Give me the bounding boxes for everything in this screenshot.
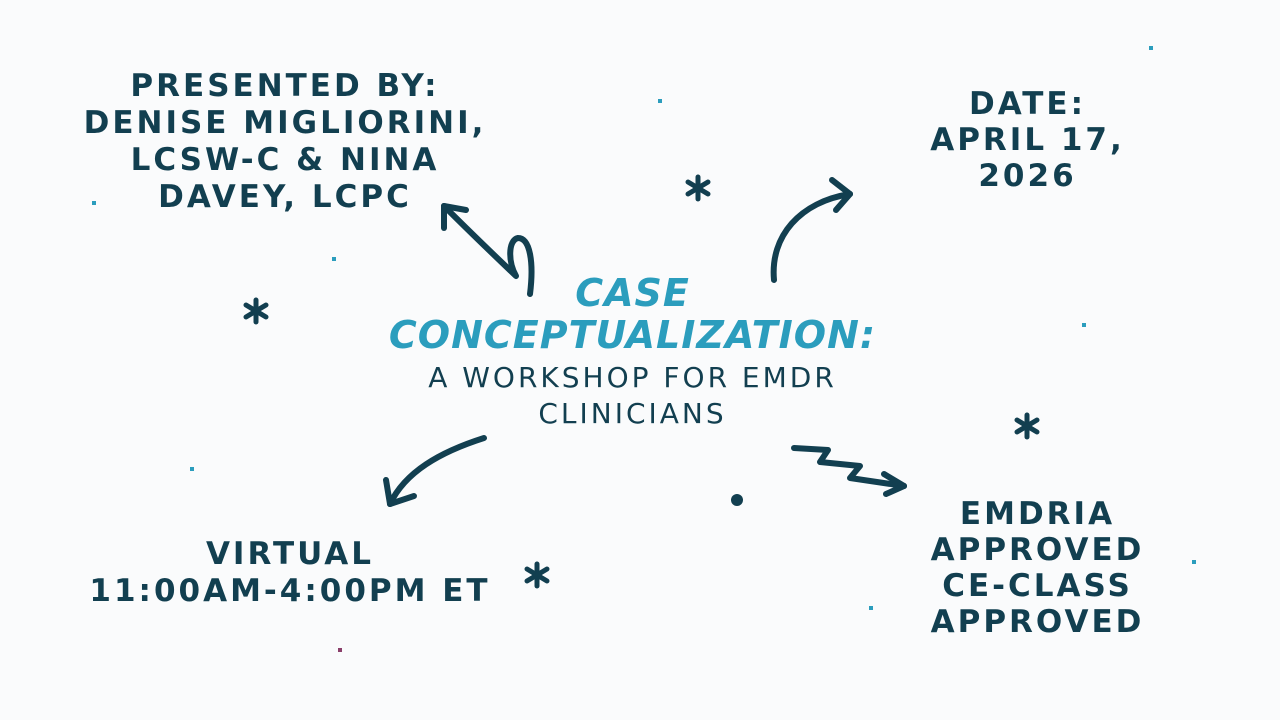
workshop-subtitle: A WORKSHOP FOR EMDR CLINICIANS — [428, 361, 837, 430]
venue-format: VIRTUAL — [205, 536, 375, 572]
presenters-names: DENISE MIGLIORINI, LCSW-C & NINA DAVEY, … — [83, 105, 487, 215]
arrow-to-date-icon — [770, 177, 853, 283]
dot-icon — [332, 257, 336, 261]
venue-time: 11:00AM-4:00PM ET — [89, 573, 491, 609]
date-label: DATE: — [968, 86, 1087, 122]
arrow-to-venue-icon — [383, 435, 487, 507]
date-block: DATE: APRIL 17, 2026 — [900, 86, 1155, 194]
dot-icon — [1149, 46, 1153, 50]
approval-emdria: EMDRIA APPROVED — [930, 496, 1145, 568]
approval-ce-class: CE-CLASS APPROVED — [930, 568, 1145, 640]
approval-block: EMDRIA APPROVED CE-CLASS APPROVED — [905, 496, 1170, 640]
dot-icon — [190, 467, 194, 471]
dot-icon — [1082, 323, 1086, 327]
dot-icon — [658, 99, 662, 103]
presenters-label: PRESENTED BY: — [130, 68, 440, 104]
asterisk-icon — [685, 174, 711, 202]
workshop-title: CASE CONCEPTUALIZATION: — [388, 271, 877, 357]
zigzag-arrow-to-approval-icon — [791, 445, 907, 497]
dot-icon — [869, 606, 873, 610]
presenters-block: PRESENTED BY: DENISE MIGLIORINI, LCSW-C … — [70, 68, 500, 216]
asterisk-icon — [1014, 412, 1040, 440]
asterisk-icon — [243, 297, 269, 325]
dot-icon — [338, 648, 342, 652]
date-value: APRIL 17, 2026 — [930, 122, 1125, 194]
dot-icon — [1192, 560, 1196, 564]
title-block: CASE CONCEPTUALIZATION: A WORKSHOP FOR E… — [355, 272, 910, 432]
venue-block: VIRTUAL 11:00AM-4:00PM ET — [70, 536, 510, 610]
asterisk-icon — [524, 561, 550, 589]
dot-icon — [731, 494, 743, 506]
